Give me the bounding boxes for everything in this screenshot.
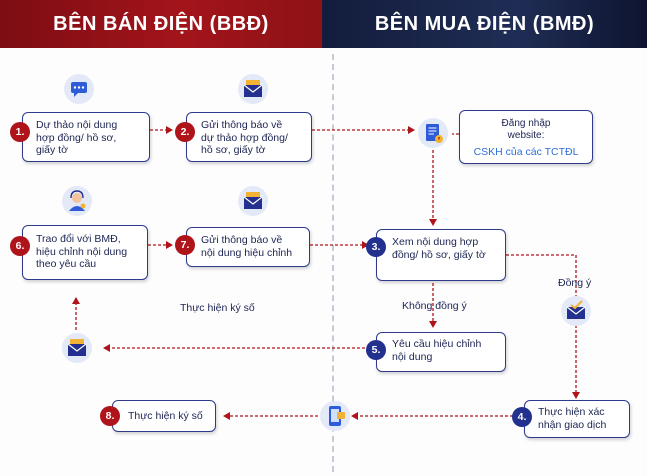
mail-check-icon [561, 296, 591, 326]
step-7-number: 7. [175, 235, 195, 255]
arrow-3-4 [506, 254, 580, 399]
step-3-box [376, 229, 506, 281]
buyer-title: BÊN MUA ĐIỆN (BMĐ) [374, 12, 595, 35]
step-1-number: 1. [10, 122, 30, 142]
step-8-text: Thực hiện ký số [128, 410, 203, 422]
chat-icon [64, 74, 94, 104]
website-link[interactable]: CSKH của các TCTĐL [473, 146, 579, 158]
buyer-header: BÊN MUA ĐIỆN (BMĐ) [322, 0, 647, 48]
email-icon-return [62, 333, 92, 363]
step-3-number: 3. [366, 237, 386, 257]
step-1-box [22, 112, 150, 162]
step-4-number: 4. [512, 407, 532, 427]
step-6-number: 6. [10, 236, 30, 256]
step-4-box [524, 400, 630, 438]
step-7-box [186, 227, 310, 267]
website-line-2: website: [507, 130, 545, 141]
column-divider [332, 54, 334, 472]
step-6-box [22, 225, 148, 280]
agree-label: Đồng ý [558, 277, 592, 289]
email-icon [238, 74, 268, 104]
step-5-box [376, 332, 506, 372]
email-icon-step7 [238, 186, 268, 216]
header: BÊN BÁN ĐIỆN (BBĐ) BÊN MUA ĐIỆN (BMĐ) [0, 0, 647, 48]
sign-note-label: Thực hiện ký số [180, 302, 255, 314]
support-agent-icon [62, 186, 92, 216]
document-alert-icon [418, 118, 448, 148]
step-5-number: 5. [366, 340, 386, 360]
seller-title: BÊN BÁN ĐIỆN (BBĐ) [53, 12, 269, 35]
website-line-1: Đăng nhập [501, 118, 551, 129]
website-box: Đăng nhập website: CSKH của các TCTĐL [459, 110, 593, 164]
mobile-signature-icon [320, 401, 350, 431]
step-2-box [186, 112, 312, 162]
disagree-label: Không đồng ý [402, 300, 467, 312]
step-2-number: 2. [175, 122, 195, 142]
step-8-box [112, 400, 216, 432]
seller-header: BÊN BÁN ĐIỆN (BBĐ) [0, 0, 322, 48]
step-8-number: 8. [100, 406, 120, 426]
